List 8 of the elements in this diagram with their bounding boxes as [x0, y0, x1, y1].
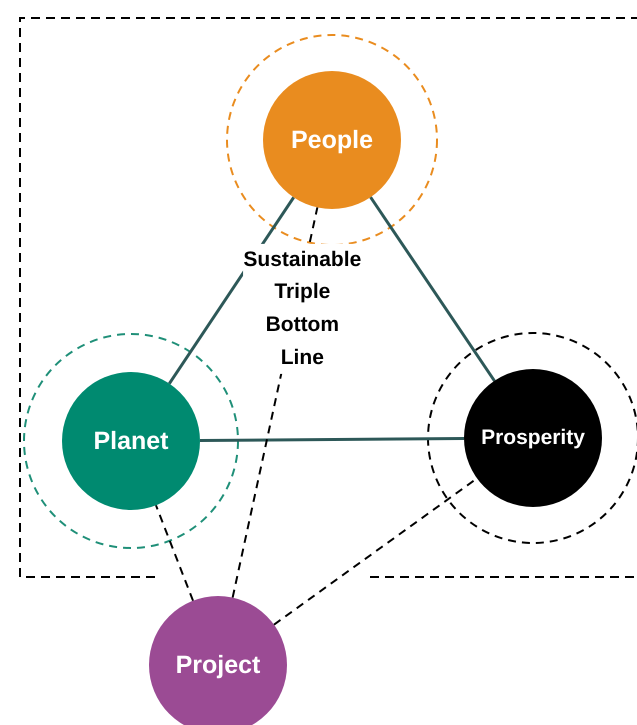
edge-label: Sustainable Triple Bottom Line	[243, 244, 362, 374]
node-label: Project	[176, 650, 260, 680]
node-label: Planet	[93, 426, 169, 456]
node-label: Prosperity	[481, 426, 585, 450]
dashed-connector	[155, 504, 194, 602]
node-label: People	[291, 126, 373, 154]
connector-line	[200, 437, 464, 442]
connector-line	[369, 196, 496, 382]
